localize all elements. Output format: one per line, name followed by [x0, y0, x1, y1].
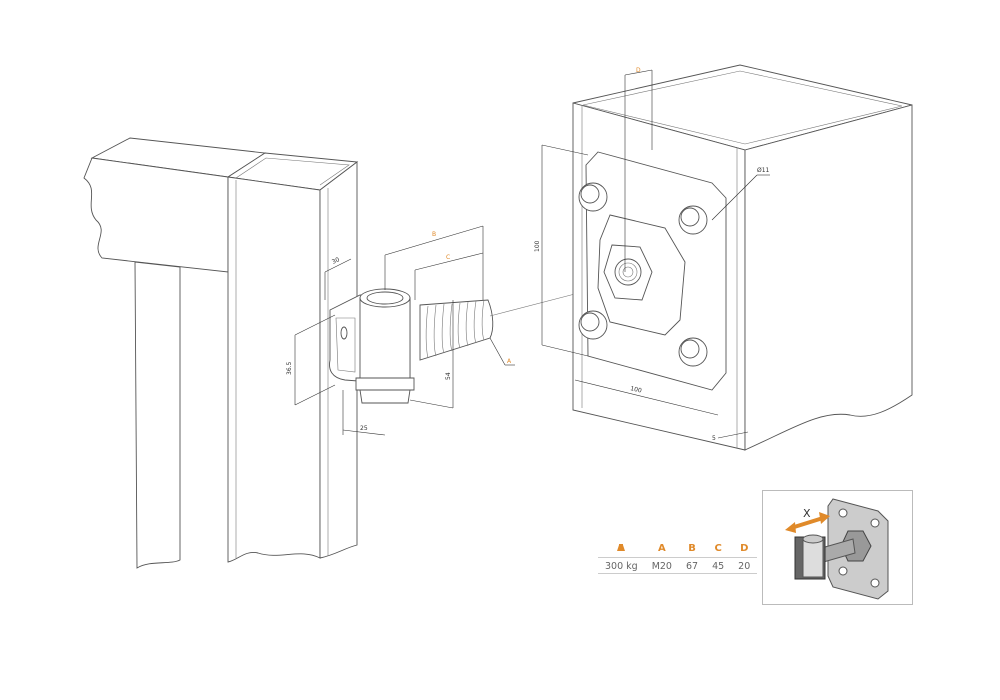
- double-arrow-icon: [785, 512, 830, 533]
- dim-plate-height: 100: [534, 240, 541, 252]
- header-c: C: [705, 542, 732, 558]
- dim-bracket-width: 30: [331, 256, 341, 266]
- dim-bracket-height: 36.5: [286, 361, 293, 375]
- hinge-eye-bolt: [329, 287, 599, 404]
- dim-c-label: C: [446, 254, 450, 261]
- header-a: A: [644, 542, 679, 558]
- dim-b-label: B: [432, 231, 436, 238]
- value-load: 300 kg: [598, 557, 645, 574]
- adjustment-label: X: [803, 507, 811, 520]
- dim-eye-offset: 25: [360, 425, 368, 432]
- dim-plate-offset: 5: [712, 435, 716, 442]
- dim-hole-diameter: Ø11: [757, 167, 770, 174]
- dim-eye-height: 54: [445, 372, 452, 380]
- dim-a-label: A: [507, 358, 512, 365]
- dim-plate-width: 100: [630, 385, 643, 394]
- adjustment-thumbnail: X: [762, 490, 913, 605]
- dim-d-label: D: [636, 67, 641, 74]
- gate-frame: [83, 137, 359, 569]
- thread-lines: [425, 299, 485, 359]
- table-row: 300 kg M20 67 45 20: [598, 557, 758, 574]
- bolts: [578, 182, 708, 367]
- weight-icon: [598, 542, 645, 558]
- header-d: D: [731, 542, 758, 558]
- value-c: 45: [705, 557, 732, 574]
- header-b: B: [678, 542, 706, 558]
- value-a: M20: [644, 557, 679, 574]
- spec-table: A B C D 300 kg M20 67 45 20: [598, 542, 758, 574]
- value-d: 20: [731, 557, 758, 574]
- dimension-lines: [294, 69, 770, 439]
- value-b: 67: [678, 557, 706, 574]
- mounting-plate: [578, 151, 727, 391]
